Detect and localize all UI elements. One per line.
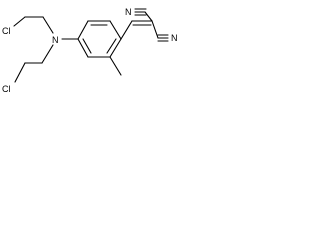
atom-label-nitrile-n-upper: N bbox=[125, 7, 132, 17]
atom-label-nitrile-n-lower: N bbox=[171, 33, 178, 43]
structure-canvas: Cl N Cl N N bbox=[0, 0, 185, 100]
ring-bond-3 bbox=[109, 20, 122, 40]
bond-methyl bbox=[109, 56, 122, 76]
bond-c-cn-lower bbox=[151, 20, 159, 39]
atom-label-n: N bbox=[52, 35, 59, 45]
bond-ch2-cl-lower bbox=[14, 62, 26, 83]
ring-double-bond-right bbox=[106, 38, 117, 54]
atom-label-cl-upper: Cl bbox=[2, 26, 11, 36]
ring-double-bond-left bbox=[82, 38, 92, 54]
bonds bbox=[13, 8, 169, 83]
bond-ch2-n-upper bbox=[42, 16, 54, 34]
bond-c-cn-upper bbox=[144, 11, 153, 22]
bond-ring-vinyl bbox=[120, 20, 133, 40]
ring-bond-1 bbox=[77, 20, 89, 40]
atom-labels: Cl N Cl N N bbox=[2, 7, 178, 94]
molecule-structure: Cl N Cl N N bbox=[2, 7, 178, 94]
ring-bond-6 bbox=[77, 38, 89, 58]
atom-label-cl-lower: Cl bbox=[2, 84, 11, 94]
bond-n-ch2-lower bbox=[41, 44, 54, 64]
ring-bond-4 bbox=[109, 38, 122, 58]
bond-cl-ch2-upper bbox=[13, 16, 26, 27]
